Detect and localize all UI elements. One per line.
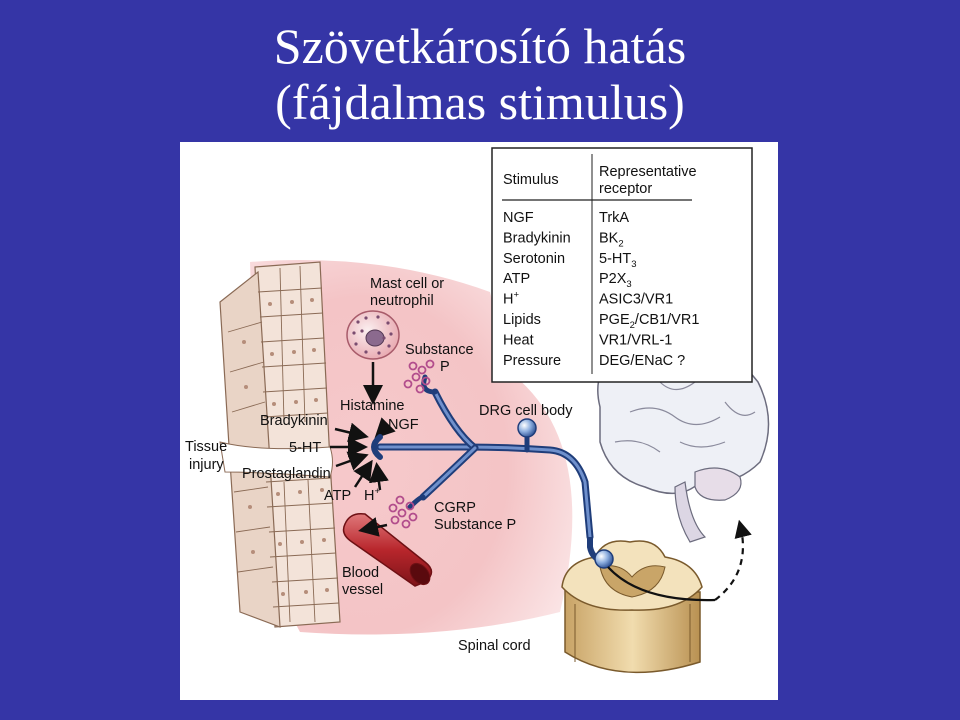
label-blood-1: Blood [342,565,379,581]
table-cell-receptor: TrkA [599,210,629,226]
table-header-receptor-line-1: Representative [599,164,697,180]
label-drg-cell-body: DRG cell body [479,403,573,419]
label-atp: ATP [324,488,351,504]
sensory-nerve-fiber [371,374,594,541]
label-5ht: 5-HT [289,440,321,456]
slide-title-line-1: Szövetkárosító hatás [273,18,687,74]
table-cell-receptor: ASIC3/VR1 [599,292,673,308]
label-substance-p-2: P [440,359,450,375]
cgrp-vesicles-bottom [388,495,418,529]
label-tissue-2: injury [189,457,224,473]
ascending-pathway [607,566,716,602]
table-cell-receptor: P2X3 [599,271,632,290]
table-cell-stimulus: ATP [503,271,530,287]
label-cgrp: CGRP [434,500,476,516]
table-cell-receptor: VR1/VRL-1 [599,332,672,348]
cgrp-arrow [358,517,388,537]
mast-cell [346,310,400,360]
dorsal-root-terminal [594,549,614,569]
tissue-cells [219,261,341,628]
substance-p-vesicles-top [403,359,435,394]
label-bradykinin: Bradykinin [260,413,328,429]
table-cell-receptor: 5-HT3 [599,251,637,270]
spinal-cord-illustration [561,540,703,674]
mediator-arrows [330,362,396,491]
table-cell-receptor: BK2 [599,230,624,249]
label-prostaglandin: Prostaglandin [242,466,331,482]
label-mast-cell-2: neutrophil [370,293,434,309]
table-cell-stimulus: NGF [503,210,534,226]
label-spinal-cord: Spinal cord [458,638,531,654]
ascending-arrow [714,519,752,601]
label-h: H+ [364,486,380,504]
table-cell-receptor: PGE2/CB1/VR1 [599,312,699,331]
table-cell-stimulus: Serotonin [503,251,565,267]
label-ngf: NGF [388,417,419,433]
nociception-diagram: Stimulus Representative receptor NGF TrkA… [185,147,770,674]
table-header-receptor-line-2: receptor [599,181,652,197]
table-cell-receptor: DEG/ENaC ? [599,353,685,369]
label-substance-p-out: Substance P [434,517,516,533]
label-tissue-1: Tissue [185,439,227,455]
table-cell-stimulus: Bradykinin [503,230,571,246]
label-substance-p-1: Substance [405,342,474,358]
drg-cell-body [517,418,537,438]
table-cell-stimulus: H+ [503,290,519,308]
label-histamine: Histamine [340,398,404,414]
table-header-stimulus: Stimulus [503,172,559,188]
table-cell-stimulus: Lipids [503,312,541,328]
label-blood-2: vessel [342,582,383,598]
label-mast-cell-1: Mast cell or [370,276,444,292]
nociception-figure: Stimulus Representative receptor NGF TrkA… [180,142,778,700]
slide-title-line-2: (fájdalmas stimulus) [275,74,685,130]
diagram-labels: Mast cell or neutrophil Substance P Hist… [185,276,573,654]
stimulus-receptor-table: Stimulus Representative receptor NGF TrkA… [491,147,753,383]
table-cell-stimulus: Pressure [503,353,561,369]
table-cell-stimulus: Heat [503,332,534,348]
